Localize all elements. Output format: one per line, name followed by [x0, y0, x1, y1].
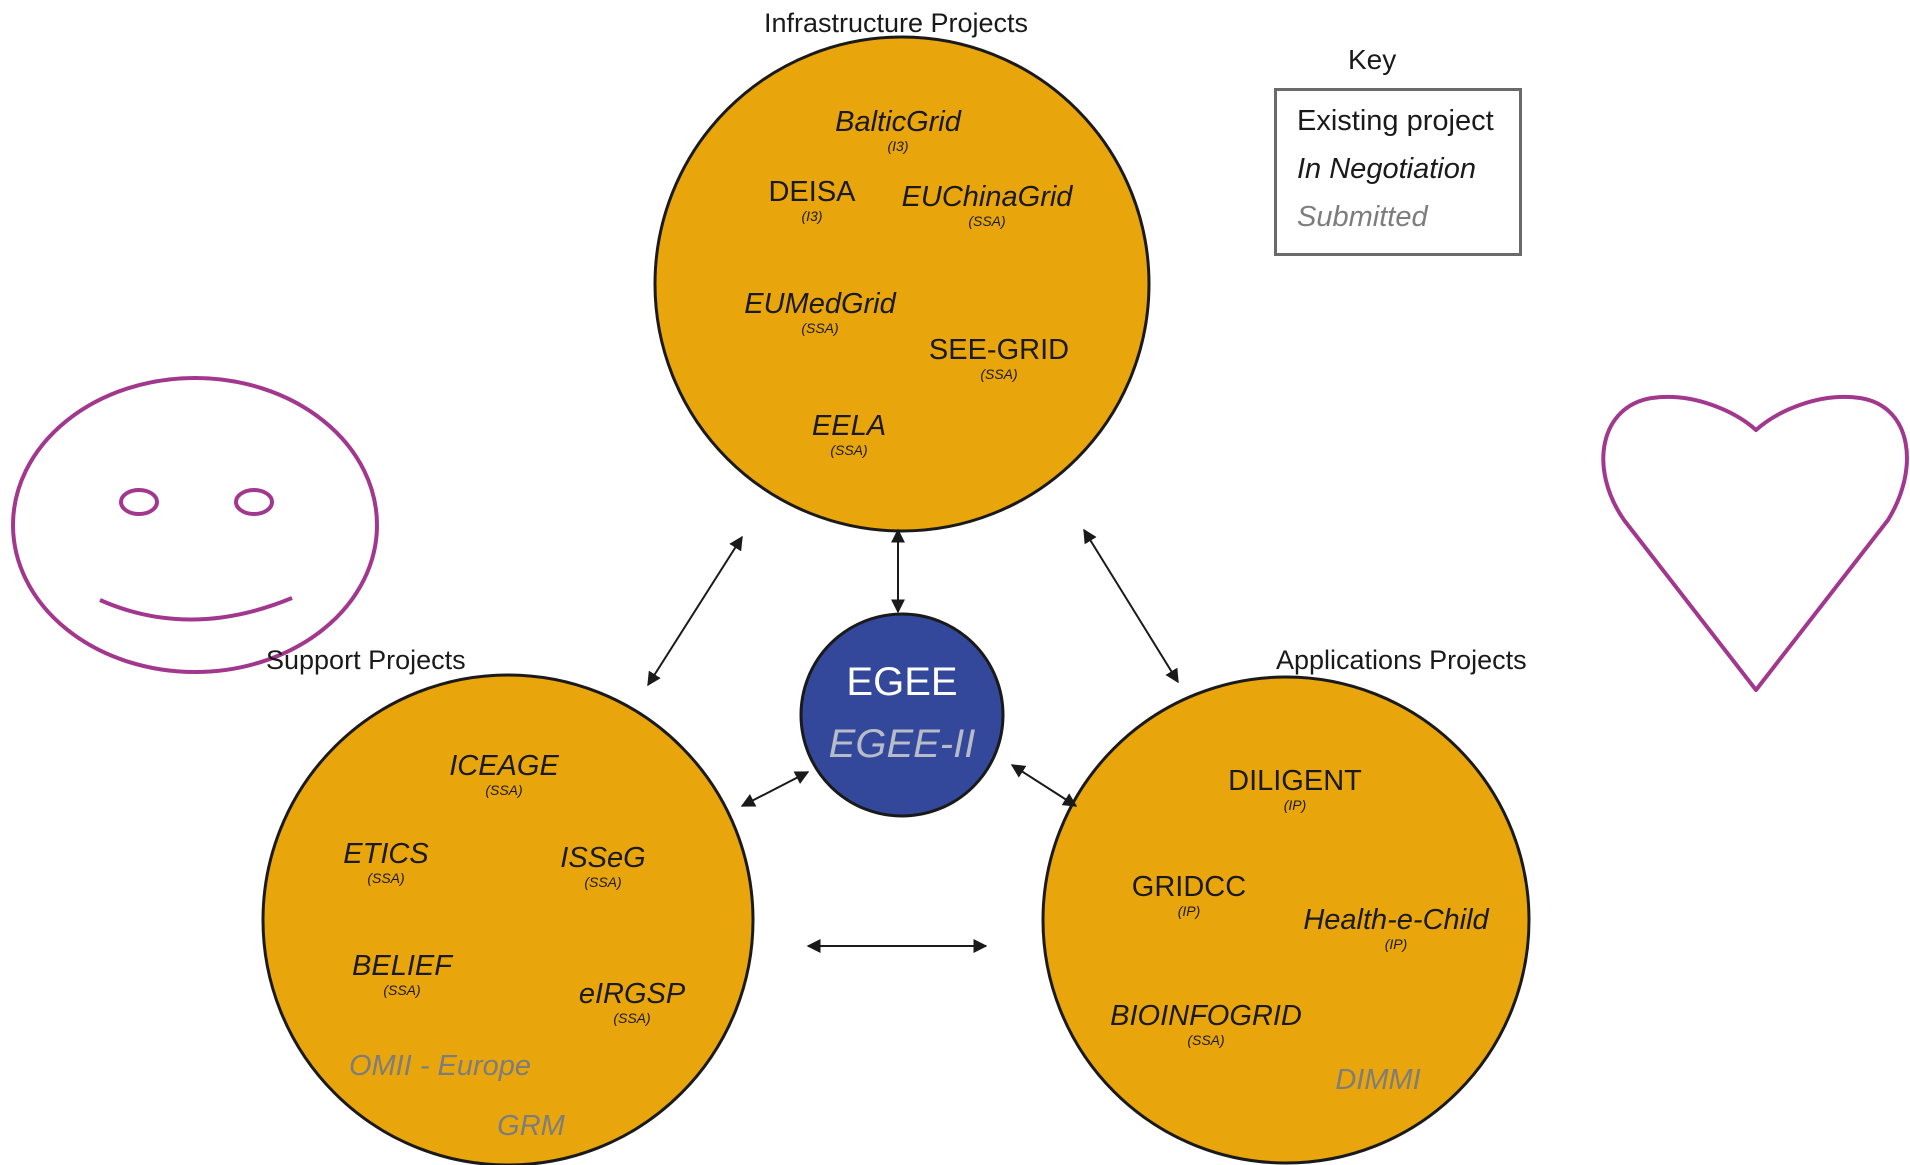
project-see-grid: SEE-GRID (SSA) — [929, 334, 1069, 382]
project-belief: BELIEF (SSA) — [352, 950, 452, 998]
project-type: (SSA) — [830, 442, 868, 458]
project-balticgrid: BalticGrid (I3) — [835, 106, 961, 154]
key-existing-project: Existing project — [1297, 105, 1494, 137]
support-title: Support Projects — [266, 645, 466, 675]
project-name: eIRGSP — [578, 978, 686, 1010]
project-name: DEISA — [768, 176, 856, 208]
project-name: ICEAGE — [449, 750, 559, 782]
project-name: DIMMI — [1335, 1064, 1421, 1096]
project-type: (SSA) — [383, 982, 421, 998]
project-type: (I3) — [801, 208, 823, 224]
project-name: EELA — [811, 410, 887, 442]
project-gridcc: GRIDCC (IP) — [1132, 871, 1246, 919]
project-type: (IP) — [1283, 797, 1307, 813]
project-type: (IP) — [1177, 903, 1201, 919]
key-in-negotiation: In Negotiation — [1297, 153, 1476, 185]
project-name: DILIGENT — [1228, 765, 1362, 797]
project-name: GRM — [497, 1110, 565, 1142]
project-name: GRIDCC — [1131, 871, 1247, 903]
project-name: ETICS — [343, 838, 429, 870]
arrow-center-support — [740, 771, 810, 807]
smiley-left-eye — [119, 488, 159, 516]
project-omii-europe: OMII - Europe — [349, 1050, 531, 1082]
project-type: (SSA) — [980, 366, 1018, 382]
project-name: Health-e-Child — [1303, 904, 1489, 936]
key-legend-box: Existing project In Negotiation Submitte… — [1274, 88, 1522, 256]
project-name: SEE-GRID — [928, 334, 1070, 366]
project-type: (I3) — [887, 138, 909, 154]
project-eirgsp: eIRGSP (SSA) — [579, 978, 685, 1026]
project-type: (SSA) — [584, 874, 622, 890]
support-circle — [261, 673, 755, 1165]
smiley-right-eye — [234, 488, 274, 516]
project-name: EUMedGrid — [744, 288, 896, 320]
smiley-face-outline — [11, 376, 379, 674]
project-eela: EELA (SSA) — [812, 410, 886, 458]
project-type: (SSA) — [801, 320, 839, 336]
project-type: (SSA) — [968, 213, 1006, 229]
key-title: Key — [1348, 44, 1397, 75]
project-type: (SSA) — [1187, 1032, 1225, 1048]
project-deisa: DEISA (I3) — [768, 176, 855, 224]
key-submitted: Submitted — [1297, 201, 1428, 233]
applications-title: Applications Projects — [1276, 645, 1527, 675]
project-eumedgrid: EUMedGrid (SSA) — [744, 288, 896, 336]
project-type: (IP) — [1384, 936, 1408, 952]
project-diligent: DILIGENT (IP) — [1228, 765, 1362, 813]
project-name: ISSeG — [560, 842, 646, 874]
smiley-face-doodle — [11, 376, 379, 674]
project-type: (SSA) — [485, 782, 523, 798]
project-etics: ETICS (SSA) — [343, 838, 428, 886]
project-euchinagrid: EUChinaGrid (SSA) — [902, 181, 1073, 229]
arrow-center-applications — [1010, 764, 1078, 807]
egee-ii-label: EGEE-II — [828, 722, 976, 766]
project-dimmi: DIMMI — [1335, 1064, 1420, 1096]
project-name: OMII - Europe — [348, 1050, 532, 1082]
arrow-support-infrastructure — [647, 535, 743, 687]
infrastructure-title: Infrastructure Projects — [763, 8, 1029, 38]
project-name: BIOINFOGRID — [1110, 1000, 1302, 1032]
project-name: EUChinaGrid — [901, 181, 1073, 213]
project-name: BalticGrid — [835, 106, 961, 138]
applications-circle — [1041, 675, 1531, 1165]
egee-center-circle — [799, 612, 1005, 818]
project-isseg: ISSeG (SSA) — [560, 842, 645, 890]
project-name: BELIEF — [352, 950, 452, 982]
project-bioinfogrid: BIOINFOGRID (SSA) — [1110, 1000, 1302, 1048]
smiley-mouth — [99, 596, 293, 622]
egee-label: EGEE — [846, 660, 958, 704]
project-iceage: ICEAGE (SSA) — [449, 750, 559, 798]
heart-doodle — [1601, 394, 1909, 692]
project-type: (SSA) — [613, 1010, 651, 1026]
project-type: (SSA) — [367, 870, 405, 886]
project-grm: GRM — [497, 1110, 565, 1142]
project-health-e-child: Health-e-Child (IP) — [1303, 904, 1488, 952]
arrow-infrastructure-applications — [1083, 528, 1179, 684]
